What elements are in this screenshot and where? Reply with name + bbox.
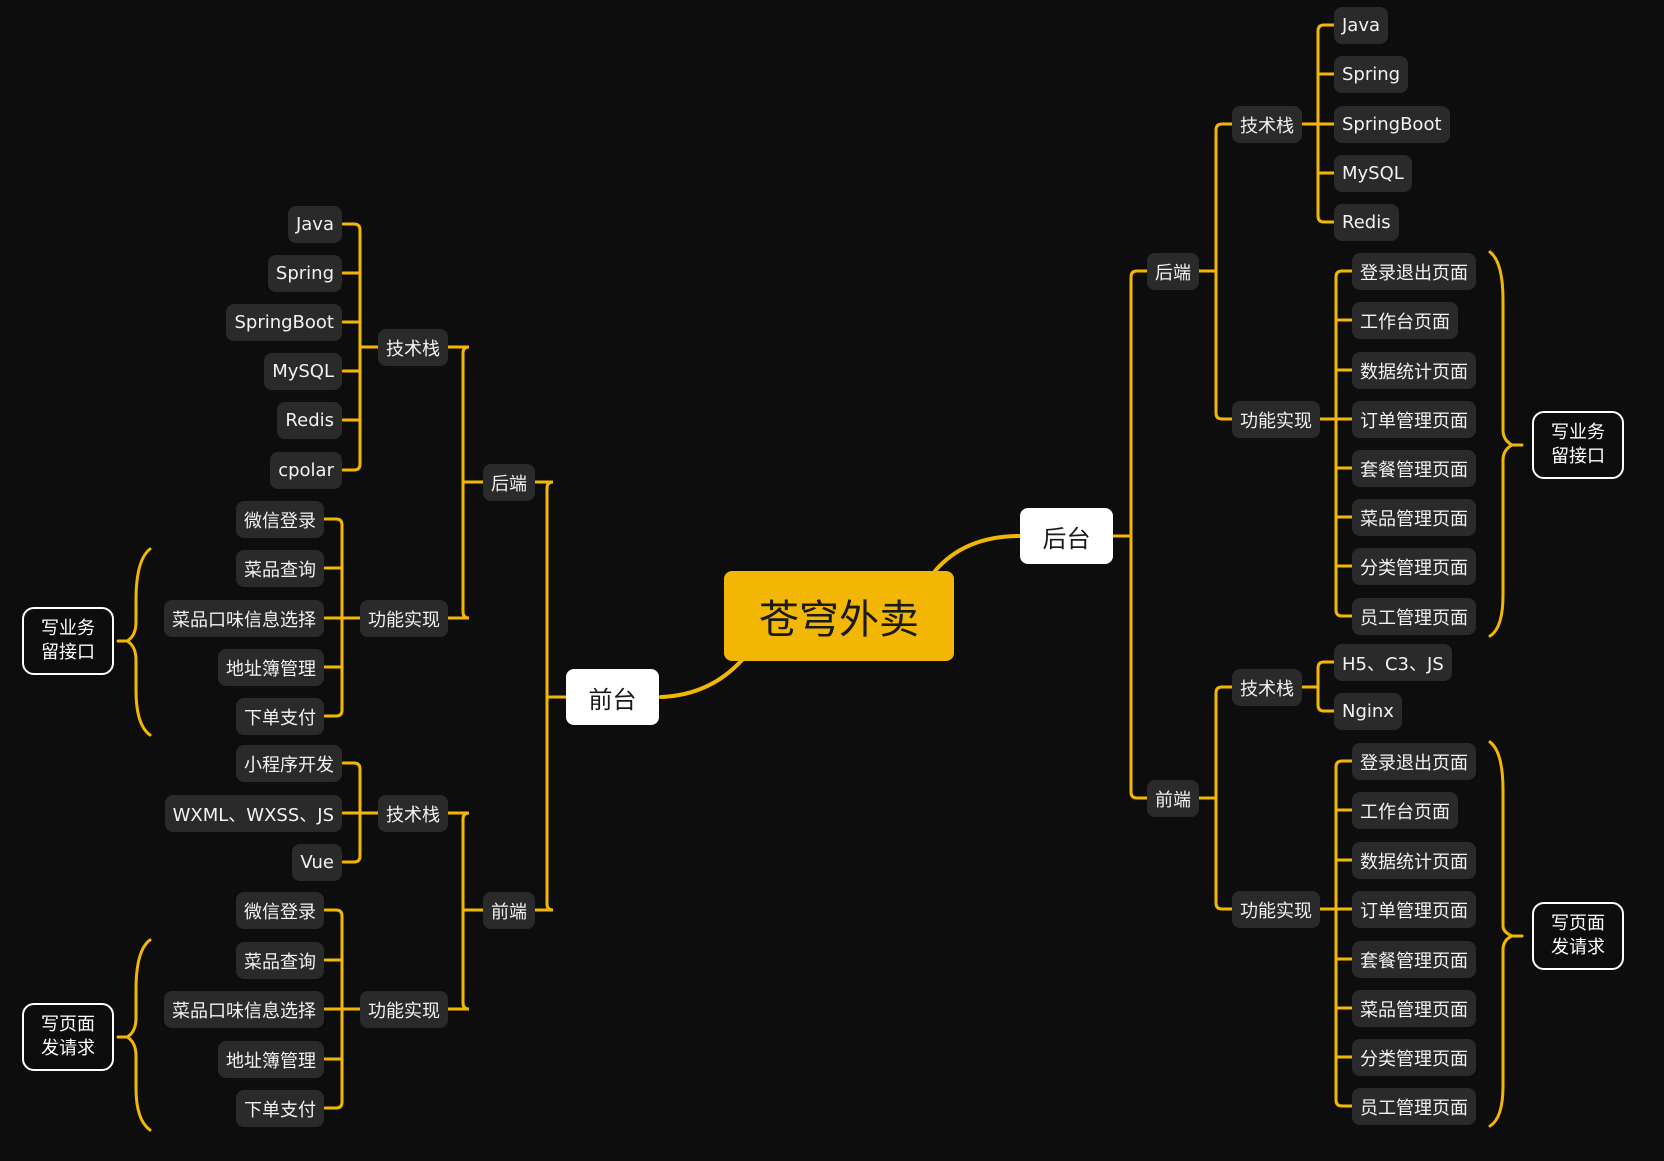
- right-frontend-func-item: 工作台页面: [1352, 792, 1458, 829]
- left-frontend-tech-item: Vue: [292, 844, 342, 881]
- bracket-right-backend-tech: [1316, 23, 1336, 224]
- right-backend-node: 后端: [1147, 253, 1199, 290]
- left-frontend-node: 前端: [483, 892, 535, 929]
- right-frontend-tech-item: Nginx: [1334, 693, 1402, 730]
- root-node-title: 苍穹外卖: [724, 571, 954, 661]
- right-backend-tech-item: Spring: [1334, 56, 1409, 93]
- note-right-backend-line: 留接口: [1551, 446, 1605, 467]
- left-backend-tech-item: cpolar: [270, 452, 342, 489]
- left-frontend-func-node: 功能实现: [360, 991, 448, 1028]
- bracket-backstage: [1129, 269, 1149, 800]
- bracket-right-backend: [1214, 122, 1234, 421]
- right-backend-func-item: 分类管理页面: [1352, 548, 1476, 585]
- right-backend-func-node: 功能实现: [1232, 401, 1320, 438]
- bracket-frontstage: [529, 480, 554, 912]
- left-backend-func-node: 功能实现: [360, 600, 448, 637]
- brace-left-backend-func: [123, 547, 152, 737]
- edge-root-frontstage: [659, 658, 744, 699]
- bracket-right-backend-func: [1334, 269, 1354, 618]
- brace-left-frontend-func: [123, 938, 152, 1132]
- right-backend-func-item: 数据统计页面: [1352, 352, 1476, 389]
- left-backend-tech-item: MySQL: [264, 353, 342, 390]
- left-backend-func-item: 菜品口味信息选择: [164, 600, 324, 637]
- right-frontend-func-item: 订单管理页面: [1352, 891, 1476, 928]
- right-backend-func-item: 套餐管理页面: [1352, 450, 1476, 487]
- bracket-left-backend-tech: [341, 222, 362, 472]
- brace-right-frontend-func: [1488, 740, 1516, 1128]
- main-node-backstage: 后台: [1020, 508, 1113, 564]
- right-backend-func-item: 登录退出页面: [1352, 253, 1476, 290]
- note-left-frontend-line: 发请求: [41, 1038, 95, 1059]
- main-node-frontstage: 前台: [566, 669, 659, 725]
- edge-root-backstage: [933, 534, 1022, 573]
- right-frontend-tech-item: H5、C3、JS: [1334, 644, 1452, 681]
- bracket-left-frontend-func: [323, 908, 344, 1110]
- note-left-backend-line: 写业务: [41, 618, 95, 639]
- left-backend-tech-item: Spring: [267, 255, 342, 292]
- note-left-backend-line: 留接口: [41, 642, 95, 663]
- right-frontend-func-item: 数据统计页面: [1352, 842, 1476, 879]
- left-backend-func-item: 下单支付: [236, 698, 324, 735]
- right-frontend-func-item: 员工管理页面: [1352, 1088, 1476, 1125]
- note-right-frontend: 写页面发请求: [1532, 902, 1624, 970]
- note-left-backend: 写业务留接口: [22, 607, 114, 675]
- right-frontend-node: 前端: [1147, 780, 1199, 817]
- note-right-frontend-line: 写页面: [1551, 913, 1605, 934]
- left-frontend-func-item: 地址簿管理: [218, 1041, 324, 1078]
- right-backend-tech-node: 技术栈: [1232, 106, 1302, 143]
- right-backend-tech-item: Java: [1334, 7, 1389, 44]
- left-frontend-func-item: 下单支付: [236, 1090, 324, 1127]
- right-frontend-tech-node: 技术栈: [1232, 669, 1302, 706]
- left-backend-func-item: 微信登录: [236, 501, 324, 538]
- left-frontend-func-item: 菜品口味信息选择: [164, 991, 324, 1028]
- right-backend-tech-item: MySQL: [1334, 155, 1412, 192]
- bracket-right-frontend-tech: [1316, 660, 1336, 713]
- right-backend-tech-item: Redis: [1334, 204, 1399, 241]
- right-frontend-func-item: 套餐管理页面: [1352, 941, 1476, 978]
- left-backend-tech-item: SpringBoot: [226, 304, 342, 341]
- note-right-backend: 写业务留接口: [1532, 411, 1624, 479]
- right-backend-func-item: 工作台页面: [1352, 302, 1458, 339]
- right-frontend-func-item: 登录退出页面: [1352, 743, 1476, 780]
- bracket-left-frontend-tech: [341, 761, 362, 864]
- left-frontend-tech-item: WXML、WXSS、JS: [164, 795, 342, 832]
- note-left-frontend-line: 写页面: [41, 1014, 95, 1035]
- left-backend-func-item: 菜品查询: [236, 550, 324, 587]
- left-frontend-tech-item: 小程序开发: [236, 745, 342, 782]
- right-frontend-func-node: 功能实现: [1232, 891, 1320, 928]
- left-frontend-func-item: 微信登录: [236, 892, 324, 929]
- left-frontend-tech-node: 技术栈: [378, 795, 448, 832]
- bracket-right-frontend: [1214, 685, 1234, 911]
- right-backend-func-item: 员工管理页面: [1352, 598, 1476, 635]
- left-backend-tech-node: 技术栈: [378, 329, 448, 366]
- bracket-left-backend-func: [323, 517, 344, 718]
- bracket-right-frontend-func: [1334, 759, 1354, 1108]
- note-right-frontend-line: 发请求: [1551, 937, 1605, 958]
- brace-right-backend-func: [1488, 250, 1516, 638]
- note-right-backend-line: 写业务: [1551, 422, 1605, 443]
- right-backend-tech-item: SpringBoot: [1334, 106, 1450, 143]
- left-backend-tech-item: Java: [287, 206, 342, 243]
- note-left-frontend: 写页面发请求: [22, 1003, 114, 1071]
- right-backend-func-item: 菜品管理页面: [1352, 499, 1476, 536]
- left-frontend-func-item: 菜品查询: [236, 942, 324, 979]
- right-frontend-func-item: 分类管理页面: [1352, 1039, 1476, 1076]
- left-backend-tech-item: Redis: [277, 402, 342, 439]
- right-backend-func-item: 订单管理页面: [1352, 401, 1476, 438]
- left-backend-node: 后端: [483, 464, 535, 501]
- right-frontend-func-item: 菜品管理页面: [1352, 990, 1476, 1027]
- left-backend-func-item: 地址簿管理: [218, 649, 324, 686]
